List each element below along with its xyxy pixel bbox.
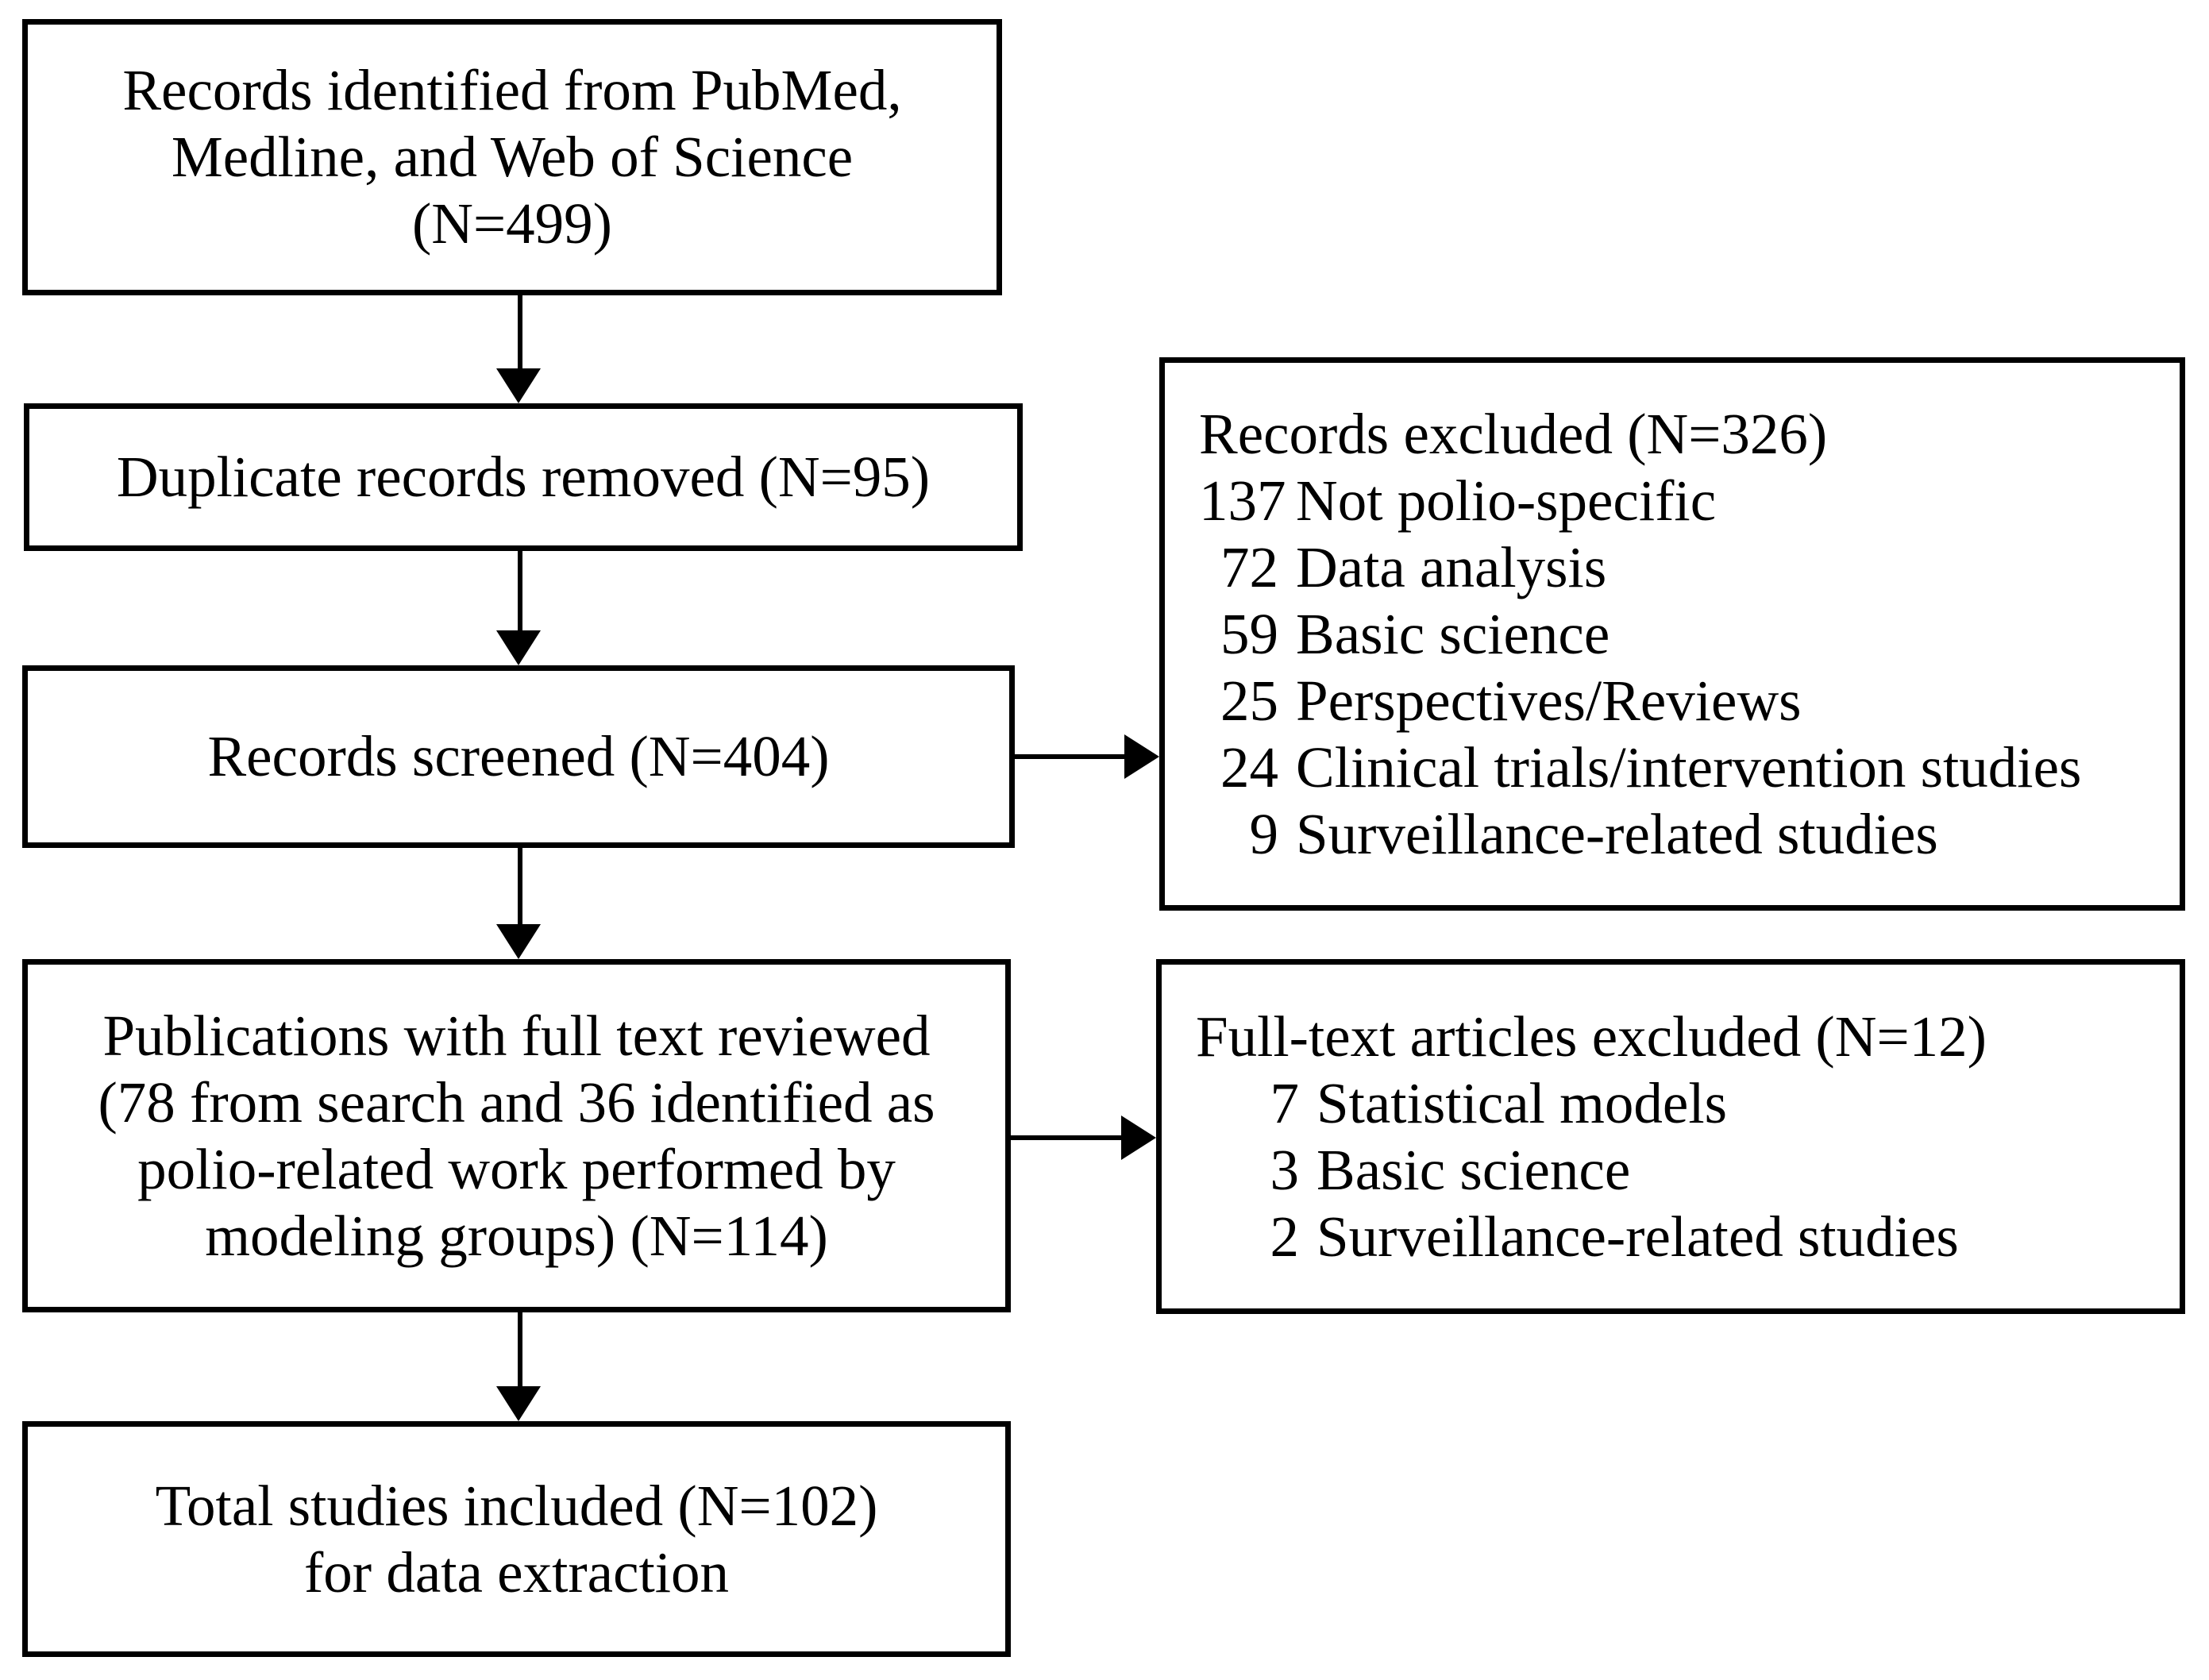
down-arrow-icon	[496, 1386, 541, 1421]
excluded-reason-row: 2 Surveillance-related studies	[1196, 1204, 1959, 1270]
right-arrow-icon	[1124, 734, 1159, 779]
excluded-reason-count: 7	[1270, 1070, 1300, 1135]
full-text-reviewed-line: polio-related work performed by	[137, 1136, 896, 1201]
excluded-reason-label: Basic science	[1317, 1137, 1631, 1202]
excluded-reason-row: 9 Surveillance-related studies	[1199, 801, 1938, 868]
records-identified-line: Records identified from PubMed,	[122, 58, 902, 122]
excluded-reason-count: 72	[1220, 534, 1278, 599]
records-identified-line: Medline, and Web of Science	[171, 125, 854, 189]
flow-box-records-identified: Records identified from PubMed, Medline,…	[22, 19, 1002, 295]
records-identified-count: (N=499)	[411, 191, 612, 256]
excluded-reason-count: 24	[1220, 734, 1278, 800]
right-arrow-icon	[1121, 1116, 1156, 1160]
excluded-reason-label: Data analysis	[1296, 534, 1607, 599]
excluded-reason-label: Not polio-specific	[1296, 468, 1717, 533]
flow-box-duplicates-removed: Duplicate records removed (N=95)	[24, 403, 1023, 551]
excluded-reason-count: 9	[1249, 801, 1279, 866]
down-arrow-line	[518, 848, 522, 926]
flow-box-full-text-excluded: Full-text articles excluded (N=12) 7 Sta…	[1156, 959, 2185, 1314]
excluded-reason-row: 3 Basic science	[1196, 1137, 1631, 1204]
flow-box-total-included: Total studies included (N=102) for data …	[22, 1421, 1011, 1657]
down-arrow-line	[518, 295, 522, 370]
down-arrow-line	[518, 1312, 522, 1388]
excluded-reason-row: 24 Clinical trials/intervention studies	[1199, 734, 2081, 801]
duplicates-removed-text: Duplicate records removed (N=95)	[116, 445, 931, 509]
excluded-reason-count: 137	[1199, 468, 1286, 533]
right-arrow-line	[1014, 754, 1126, 759]
flow-box-records-screened: Records screened (N=404)	[22, 665, 1015, 848]
full-text-reviewed-line: (78 from search and 36 identified as	[98, 1069, 935, 1135]
records-excluded-title: Records excluded (N=326)	[1199, 401, 1828, 466]
flow-box-full-text-reviewed: Publications with full text reviewed (78…	[22, 959, 1011, 1312]
excluded-reason-count: 3	[1270, 1137, 1300, 1202]
excluded-reason-label: Basic science	[1296, 601, 1610, 666]
right-arrow-line	[1010, 1135, 1123, 1140]
excluded-reason-label: Perspectives/Reviews	[1296, 668, 1802, 733]
full-text-excluded-title: Full-text articles excluded (N=12)	[1196, 1004, 1987, 1069]
full-text-reviewed-line: modeling groups) (N=114)	[205, 1203, 828, 1268]
excluded-reason-label: Clinical trials/intervention studies	[1296, 734, 2082, 800]
total-included-line: Total studies included (N=102)	[155, 1473, 878, 1538]
excluded-reason-row: 137 Not polio-specific	[1199, 468, 1716, 534]
excluded-reason-row: 7 Statistical models	[1196, 1070, 1728, 1137]
excluded-reason-row: 59 Basic science	[1199, 601, 1610, 668]
excluded-reason-label: Surveillance-related studies	[1296, 801, 1938, 866]
full-text-reviewed-line: Publications with full text reviewed	[102, 1003, 931, 1068]
excluded-reason-count: 2	[1270, 1204, 1300, 1269]
total-included-line: for data extraction	[303, 1539, 730, 1605]
excluded-reason-row: 72 Data analysis	[1199, 534, 1606, 601]
excluded-reason-label: Surveillance-related studies	[1317, 1204, 1959, 1269]
down-arrow-icon	[496, 368, 541, 403]
excluded-reason-count: 25	[1220, 668, 1278, 733]
excluded-reason-label: Statistical models	[1317, 1070, 1728, 1135]
excluded-reason-count: 59	[1220, 601, 1278, 666]
excluded-reason-row: 25 Perspectives/Reviews	[1199, 668, 1802, 734]
records-screened-text: Records screened (N=404)	[207, 724, 830, 788]
down-arrow-icon	[496, 924, 541, 959]
down-arrow-icon	[496, 630, 541, 665]
down-arrow-line	[518, 550, 522, 632]
flow-box-records-excluded: Records excluded (N=326) 137 Not polio-s…	[1159, 357, 2185, 911]
